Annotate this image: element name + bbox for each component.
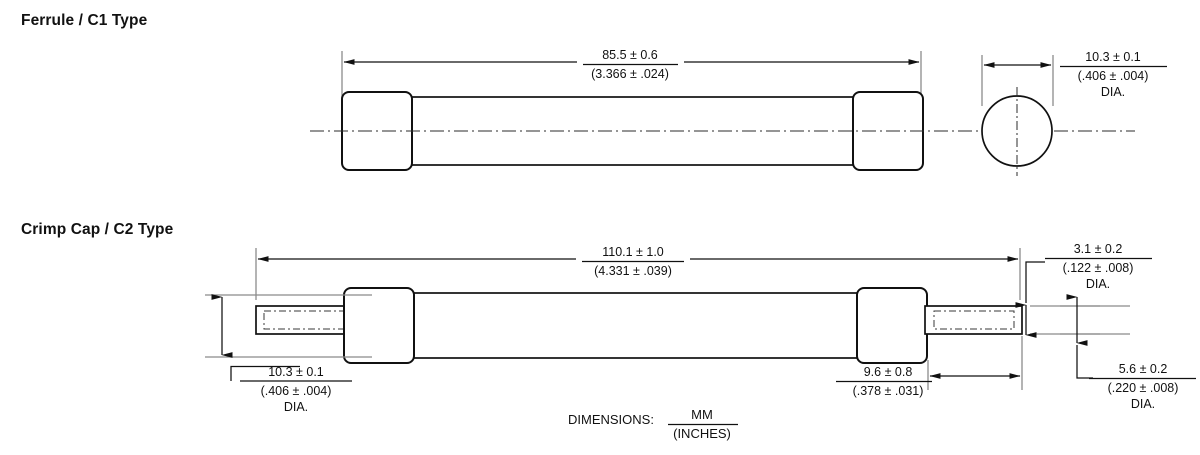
dimension-note-dia: DIA.: [1101, 85, 1125, 99]
dimension-c2-lead-thickness: 3.1 ± 0.2 (.122 ± .008) DIA.: [1045, 242, 1152, 291]
dimension-c1-overall-length: 85.5 ± 0.6 (3.366 ± .024): [583, 48, 678, 81]
legend-units-denominator: (INCHES): [673, 426, 731, 441]
dimension-note-dia: DIA.: [1086, 277, 1110, 291]
legend-units-numerator: MM: [691, 407, 713, 422]
dimension-value-inches: (.406 ± .004): [261, 384, 332, 398]
dimension-value-mm: 85.5 ± 0.6: [602, 48, 658, 62]
dimension-value-mm: 110.1 ± 1.0: [602, 245, 664, 259]
leader-c2-lead-width: [1076, 345, 1093, 379]
dimension-value-mm: 9.6 ± 0.8: [864, 365, 913, 379]
dimension-value-inches: (4.331 ± .039): [594, 264, 672, 278]
dimensions-legend: DIMENSIONS: MM (INCHES): [568, 407, 738, 441]
leader-c2-body-diameter: [230, 365, 300, 381]
dimension-c2-lead-length: 9.6 ± 0.8 (.378 ± .031): [836, 365, 932, 398]
dimension-value-inches: (.378 ± .031): [853, 384, 924, 398]
dimension-note-dia: DIA.: [284, 400, 308, 414]
crimp-lead-left: [255, 305, 357, 335]
dimension-value-inches: (.122 ± .008): [1063, 261, 1134, 275]
dimension-value-mm: 5.6 ± 0.2: [1119, 362, 1168, 376]
dimension-c2-body-diameter: 10.3 ± 0.1 (.406 ± .004) DIA.: [240, 365, 352, 414]
crimp-end-cap-left: [343, 287, 415, 364]
section-title-crimp-cap-c2: Crimp Cap / C2 Type: [21, 221, 174, 238]
crimp-lead-right: [924, 305, 1023, 335]
dimension-value-mm: 3.1 ± 0.2: [1074, 242, 1123, 256]
crimp-body-tube: [412, 292, 859, 359]
ferrule-c1-drawing: 85.5 ± 0.6 (3.366 ± .024) 10.3 ± 0.1: [310, 48, 1167, 176]
dimension-value-inches: (.406 ± .004): [1078, 69, 1149, 83]
leader-c2-lead-thickness: [1025, 261, 1045, 303]
dimension-value-inches: (3.366 ± .024): [591, 67, 669, 81]
crimp-end-cap-right: [856, 287, 928, 364]
crimp-cap-c2-drawing: 110.1 ± 1.0 (4.331 ± .039) 10.: [205, 242, 1196, 414]
dimension-value-inches: (.220 ± .008): [1108, 381, 1179, 395]
dimension-value-mm: 10.3 ± 0.1: [1085, 50, 1141, 64]
dimension-note-dia: DIA.: [1131, 397, 1155, 411]
dimension-value-mm: 10.3 ± 0.1: [268, 365, 324, 379]
section-title-ferrule-c1: Ferrule / C1 Type: [21, 12, 148, 29]
dimension-c1-body-diameter: 10.3 ± 0.1 (.406 ± .004) DIA.: [1060, 50, 1167, 99]
dimension-c2-overall-length: 110.1 ± 1.0 (4.331 ± .039): [582, 245, 684, 278]
legend-label: DIMENSIONS:: [568, 412, 654, 427]
crimp-lead-right-hidden-detail: [933, 310, 1015, 330]
dimension-c2-lead-width: 5.6 ± 0.2 (.220 ± .008) DIA.: [1089, 362, 1196, 411]
